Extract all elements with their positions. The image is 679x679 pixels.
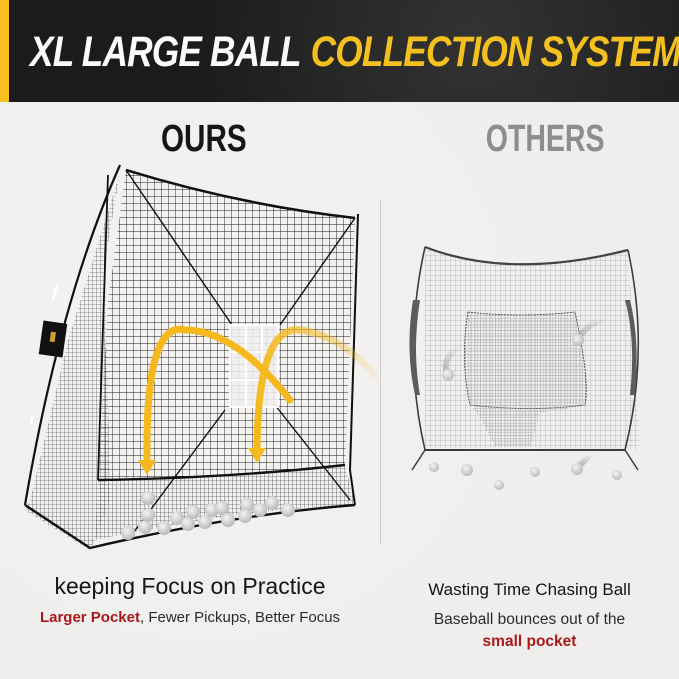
arrow-head-icon bbox=[248, 448, 266, 463]
ours-subtext: Larger Pocket, Fewer Pickups, Better Foc… bbox=[0, 609, 380, 626]
others-heading: Wasting Time Chasing Ball bbox=[428, 580, 631, 599]
accent-stripe bbox=[0, 0, 9, 102]
ours-subtext-rest: , Fewer Pickups, Better Focus bbox=[139, 609, 341, 626]
others-subtext-line1: Baseball bounces out of the bbox=[433, 611, 626, 628]
ours-net-illustration bbox=[23, 164, 379, 550]
ours-heading: keeping Focus on Practice bbox=[54, 573, 326, 599]
ball-trajectory-arrows bbox=[143, 325, 379, 466]
others-subtext: Baseball bounces out of the small pocket bbox=[380, 609, 679, 653]
others-highlight: small pocket bbox=[482, 633, 577, 650]
banner-header: XL LARGE BALL COLLECTION SYSTEM bbox=[0, 0, 679, 102]
banner-title-white: XL LARGE BALL bbox=[30, 27, 302, 76]
banner-title-yellow: COLLECTION SYSTEM bbox=[310, 27, 679, 76]
collected-balls bbox=[121, 491, 295, 540]
others-net-illustration bbox=[409, 245, 640, 490]
column-divider bbox=[380, 200, 381, 545]
ours-highlight: Larger Pocket bbox=[39, 609, 140, 626]
escaping-balls bbox=[429, 315, 622, 490]
banner-title: XL LARGE BALL COLLECTION SYSTEM bbox=[30, 22, 679, 82]
ours-label: OURS bbox=[161, 118, 247, 160]
arrow-head-icon bbox=[138, 460, 156, 475]
